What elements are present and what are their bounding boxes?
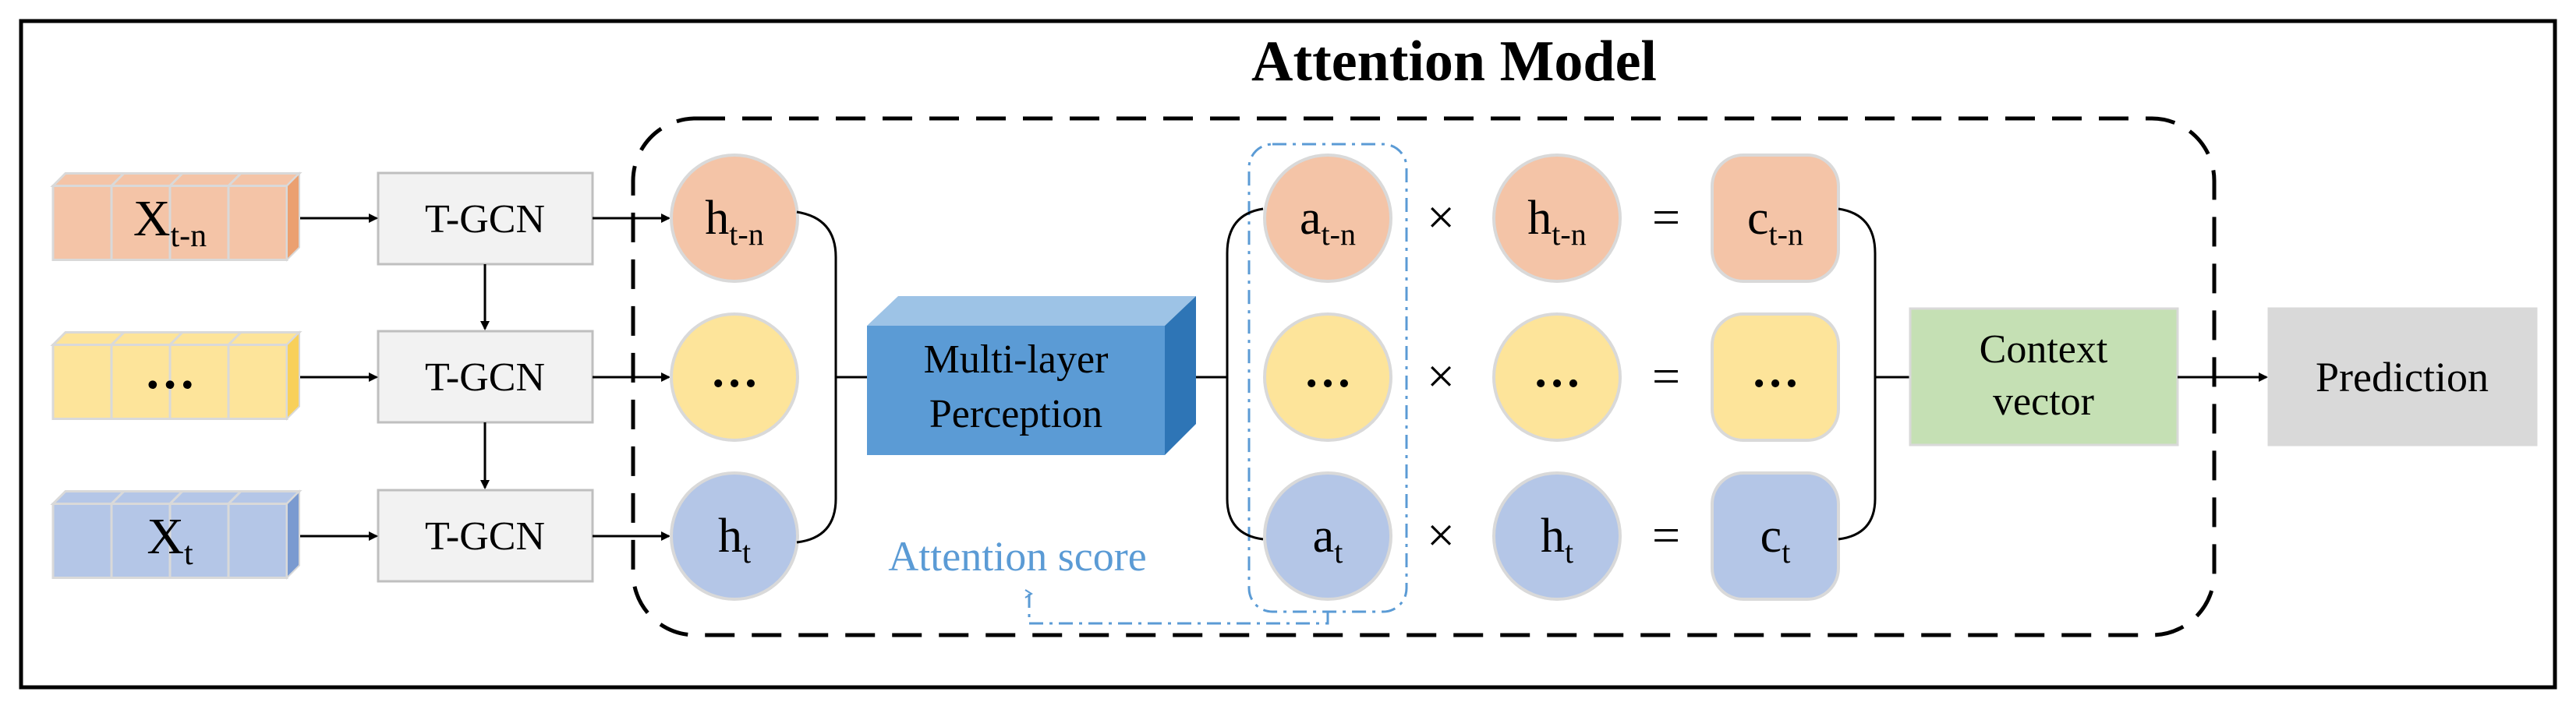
context-vector-box [1909,307,2179,447]
tensor-cell [51,344,113,420]
tgcn-label: T-GCN [425,197,545,242]
tensor-cell [110,344,172,420]
equals-operator: = [1652,348,1680,404]
times-operator: × [1427,507,1455,563]
context-label: ct-n [1747,192,1803,252]
tensor-cell [51,185,113,261]
mlp-block: Multi-layer Perception [867,296,1196,455]
hidden-state-circle [670,154,799,283]
diagram-title: Attention Model [1251,30,1657,94]
tensor-cell [51,503,113,579]
mlp-front-face [867,326,1165,455]
attention-score-feedback-line [1024,589,1329,625]
tensor-cell [168,185,230,261]
hidden-state-circle [670,471,799,601]
tensor-cell [110,185,172,261]
input-tensor-label: Xt-n [133,190,207,254]
hidden-state-label: … [710,344,759,397]
tgcn-block-3: T-GCN [377,489,594,583]
mlp-top-face [867,296,1196,326]
mlp-label-line1: Multi-layer [924,337,1109,382]
prediction-block: Prediction [2267,307,2538,447]
context-vector-block: Context vector [1909,307,2179,447]
input-tensor-label: … [144,343,196,400]
tensor-side-face [286,171,300,262]
hidden-state-label: ht [718,510,751,570]
hidden-copy-label: ht [1541,510,1573,570]
tgcn-box [377,171,594,266]
tensor-cell [227,503,288,579]
input-tensor-label: Xt [147,508,193,572]
context-box [1711,312,1840,442]
times-operator: × [1427,189,1455,245]
hidden-copy-circle [1492,471,1622,601]
mlp-side-face [1165,296,1196,455]
outer-frame [19,19,2557,690]
tensor-side-face [286,330,300,421]
attention-circle [1263,312,1392,442]
prediction-box [2267,307,2538,447]
tensor-cell [227,185,288,261]
context-label: ct [1760,510,1791,570]
tgcn-label: T-GCN [425,514,545,559]
hidden-state-circle [670,312,799,442]
tensor-cell [168,344,230,420]
context-vector-line1: Context [1980,327,2108,372]
context-box [1711,471,1840,601]
attention-label: at [1313,510,1343,570]
context-vector-line2: vector [1993,379,2094,424]
hidden-copy-circle [1492,312,1622,442]
attention-score-label: Attention score [888,533,1146,580]
hidden-copy-label: … [1533,344,1581,397]
context-box [1711,154,1840,283]
input-tensors: Xt-n … Xt [50,171,303,580]
hidden-state-label: ht-n [705,192,763,252]
prediction-label: Prediction [2316,354,2489,401]
attention-circle [1263,471,1392,601]
tgcn-label: T-GCN [425,355,545,400]
hidden-copy-column: ht-n … ht [1492,154,1622,601]
equals-operator: = [1652,507,1680,563]
tensor-side-face [286,489,300,580]
input-tensor-stack: … [50,330,303,421]
hidden-state-column: ht-n … ht [670,154,799,601]
hidden-copy-label: ht-n [1527,192,1586,252]
attention-column: at-n … at [1263,154,1392,601]
equals-operator: = [1652,189,1680,245]
tgcn-block-2: T-GCN [377,330,594,424]
context-label: … [1751,344,1799,397]
tensor-cell [110,503,172,579]
attention-circle [1263,154,1392,283]
input-tensor-stack: Xt-n [50,171,303,262]
attention-label: … [1304,344,1352,397]
tgcn-box [377,330,594,424]
context-column: ct-n … ct [1711,154,1840,601]
attention-label: at-n [1300,192,1356,252]
tgcn-block-1: T-GCN [377,171,594,266]
tensor-cell [227,344,288,420]
bracket-mlp-to-attention [1196,207,1264,541]
hidden-copy-circle [1492,154,1622,283]
input-tensor-stack: Xt [50,489,303,580]
bracket-hidden-to-mlp [796,210,867,544]
times-operator: × [1427,348,1455,404]
bracket-context-to-vector [1838,207,1910,541]
mlp-label-line2: Perception [929,392,1102,436]
